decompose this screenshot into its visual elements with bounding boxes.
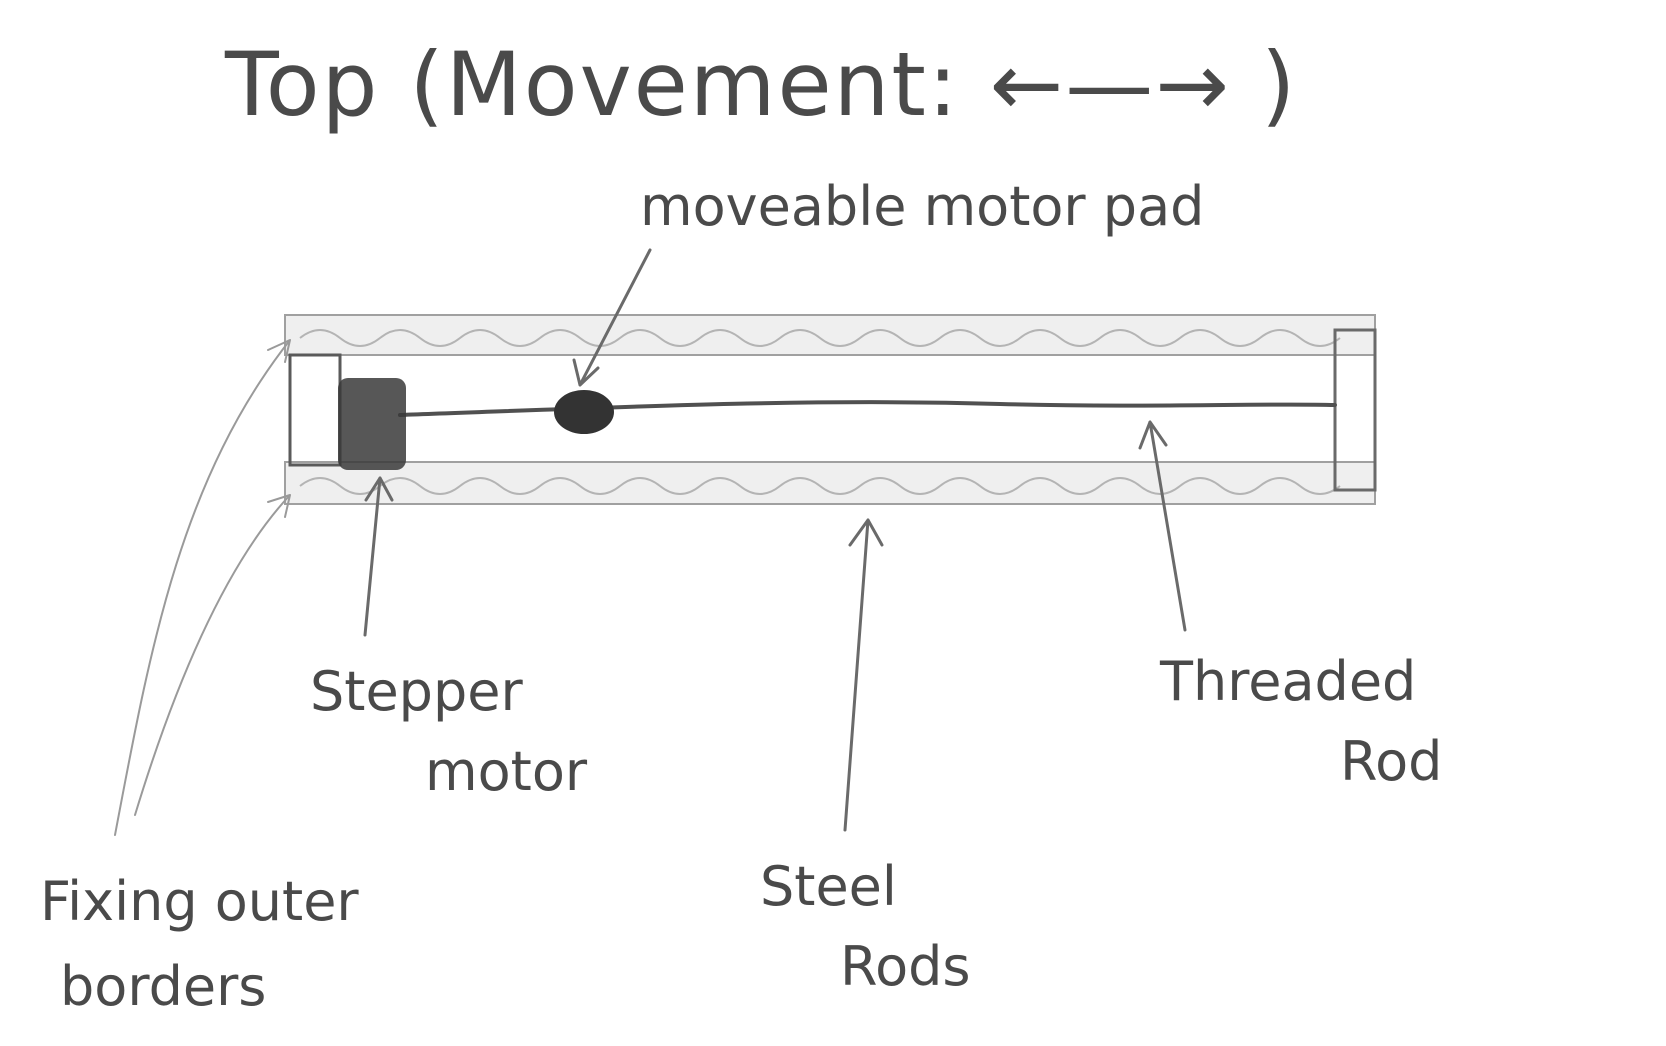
frame-assembly	[284, 314, 1377, 505]
right-end-block	[1333, 328, 1377, 492]
steel-rod-top-texture	[299, 329, 1341, 347]
steel-rod-bottom-texture	[299, 477, 1341, 495]
label-stepper-motor-line2: motor	[425, 740, 588, 803]
arrow-fixing-borders-bottom	[134, 494, 291, 816]
label-steel-rods-line1: Steel	[760, 855, 897, 918]
threaded-rod	[398, 400, 1337, 417]
label-steel-rods-line2: Rods	[840, 935, 971, 998]
label-fixing-borders-line1: Fixing outer	[40, 870, 359, 933]
diagram-title: Top (Movement: ←—→ )	[224, 33, 1297, 136]
arrow-threaded-rod	[1138, 420, 1187, 632]
stepper-motor	[338, 378, 406, 470]
label-stepper-motor-line1: Stepper	[310, 660, 523, 723]
steel-rod-bottom	[284, 461, 1376, 505]
arrow-moveable-motor-pad	[572, 248, 652, 387]
label-threaded-rod-line1: Threaded	[1159, 650, 1416, 713]
steel-rod-top	[284, 314, 1376, 356]
moveable-motor-pad	[554, 390, 614, 434]
left-end-block	[288, 353, 342, 467]
label-moveable-motor-pad: moveable motor pad	[640, 175, 1204, 238]
label-threaded-rod-line2: Rod	[1340, 730, 1442, 793]
arrow-stepper-motor	[363, 476, 394, 637]
label-fixing-borders-line2: borders	[60, 955, 266, 1018]
arrow-fixing-borders-top	[114, 339, 291, 836]
arrow-steel-rods	[843, 518, 884, 832]
